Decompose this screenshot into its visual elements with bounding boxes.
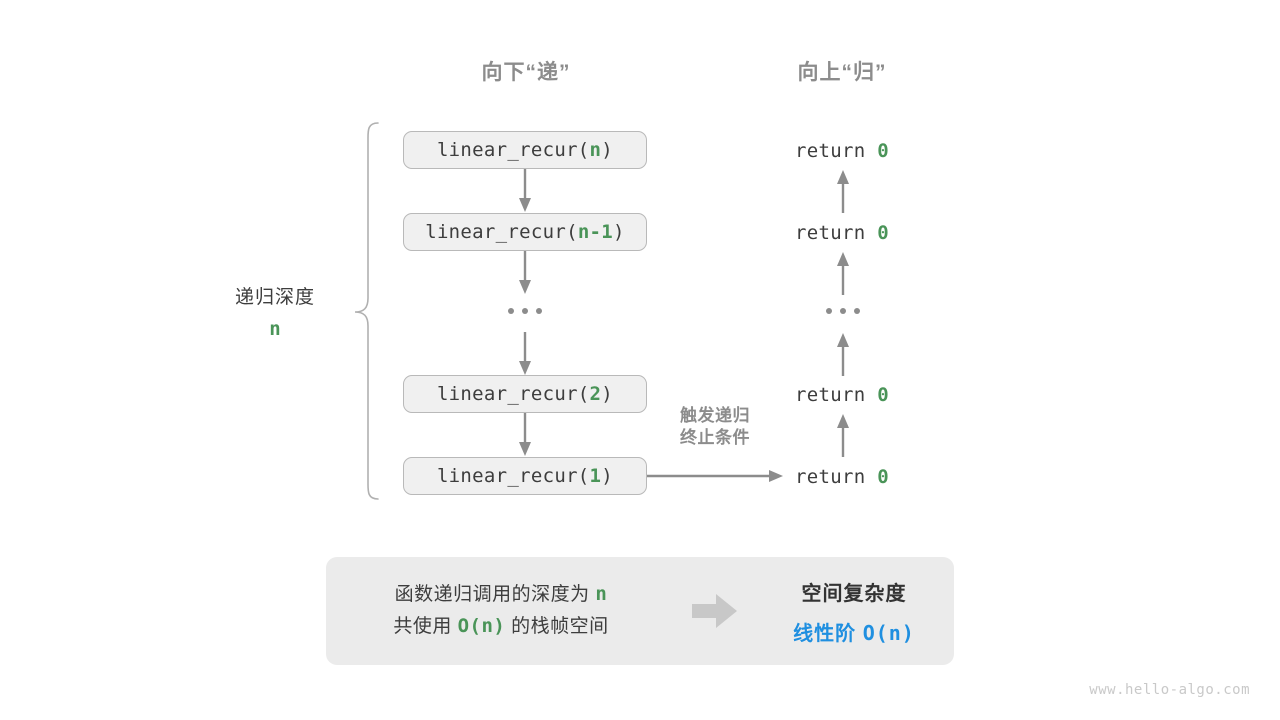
- summary-arrow-container: [676, 592, 754, 630]
- summary-line-1: 函数递归调用的深度为 n: [326, 579, 676, 611]
- call-box-1[interactable]: linear_recur(1): [403, 457, 647, 495]
- arrow-down-3-icon: [519, 332, 531, 375]
- summary-line-2-text-b: 的栈帧空间: [511, 616, 609, 637]
- recursion-depth-brace: [354, 122, 379, 500]
- arrow-up-4-icon: [837, 414, 849, 457]
- ellipsis-dot: [854, 308, 860, 314]
- complexity-summary-panel: 函数递归调用的深度为 n 共使用 O(n) 的栈帧空间 空间复杂度 线性阶 O(…: [326, 557, 954, 665]
- call-box-n-suffix: ): [601, 139, 614, 161]
- return-value: 0: [877, 466, 889, 488]
- recursion-depth-label: 递归深度 n: [190, 282, 360, 340]
- call-box-2-arg: 2: [589, 383, 602, 405]
- return-value-1: return 0: [742, 466, 942, 488]
- trigger-note-line1: 触发递归: [680, 406, 750, 425]
- arrow-up-3-icon: [837, 333, 849, 376]
- column-header-ascend: 向上“归”: [797, 61, 887, 84]
- summary-line-2-text-a: 共使用: [393, 616, 452, 637]
- ellipsis-dot: [826, 308, 832, 314]
- summary-conclusion-order: 线性阶: [793, 622, 857, 645]
- return-value: 0: [877, 222, 889, 244]
- summary-line-1-symbol: n: [595, 583, 608, 606]
- arrow-right-base-case-icon: [647, 470, 783, 482]
- return-ellipsis: [826, 308, 860, 314]
- block-arrow-right-icon: [692, 594, 737, 628]
- recursion-depth-text: 递归深度: [234, 287, 315, 308]
- call-box-n-minus-1-suffix: ): [613, 221, 625, 243]
- ellipsis-dot: [508, 308, 514, 314]
- return-value: 0: [877, 140, 889, 162]
- arrow-down-4-icon: [519, 413, 531, 456]
- return-value: 0: [877, 384, 889, 406]
- call-box-n-minus-1-arg: n-1: [577, 221, 614, 243]
- call-box-1-prefix: linear_recur(: [436, 465, 590, 487]
- summary-line-2-complexity: O(n): [457, 615, 506, 637]
- return-keyword: return: [795, 222, 866, 244]
- call-box-n-minus-1-prefix: linear_recur(: [425, 221, 578, 243]
- ellipsis-dot: [840, 308, 846, 314]
- call-box-2-suffix: ): [601, 383, 614, 405]
- call-box-n-prefix: linear_recur(: [436, 139, 590, 161]
- trigger-note-line2: 终止条件: [680, 427, 750, 447]
- arrow-up-1-icon: [837, 170, 849, 213]
- summary-conclusion-title: 空间复杂度: [801, 582, 907, 605]
- call-stack-ellipsis: [508, 308, 542, 314]
- recursion-depth-value: n: [269, 318, 281, 340]
- call-box-2[interactable]: linear_recur(2): [403, 375, 647, 413]
- ellipsis-dot: [522, 308, 528, 314]
- summary-conclusion-notation: O(n): [862, 620, 915, 645]
- call-box-n-minus-1[interactable]: linear_recur(n-1): [403, 213, 647, 251]
- call-box-1-suffix: ): [601, 465, 614, 487]
- return-keyword: return: [795, 466, 866, 488]
- summary-line-2: 共使用 O(n) 的栈帧空间: [326, 611, 676, 643]
- ellipsis-dot: [536, 308, 542, 314]
- call-box-n-arg: n: [589, 139, 602, 161]
- summary-conclusion-value: 线性阶 O(n): [754, 617, 954, 646]
- summary-description: 函数递归调用的深度为 n 共使用 O(n) 的栈帧空间: [326, 579, 676, 643]
- return-value-2: return 0: [742, 384, 942, 406]
- call-box-2-prefix: linear_recur(: [436, 383, 590, 405]
- return-keyword: return: [795, 384, 866, 406]
- call-box-n[interactable]: linear_recur(n): [403, 131, 647, 169]
- return-keyword: return: [795, 140, 866, 162]
- trigger-termination-note: 触发递归 终止条件: [645, 405, 785, 449]
- arrow-down-2-icon: [519, 251, 531, 294]
- arrow-down-1-icon: [519, 169, 531, 212]
- summary-line-1-text: 函数递归调用的深度为: [394, 584, 590, 606]
- return-value-n-minus-1: return 0: [742, 222, 942, 244]
- summary-conclusion: 空间复杂度 线性阶 O(n): [754, 577, 954, 646]
- site-watermark: www.hello-algo.com: [1089, 682, 1250, 698]
- return-value-n: return 0: [742, 140, 942, 162]
- arrow-up-2-icon: [837, 252, 849, 295]
- column-header-descend: 向下“递”: [481, 61, 571, 84]
- call-box-1-arg: 1: [589, 465, 602, 487]
